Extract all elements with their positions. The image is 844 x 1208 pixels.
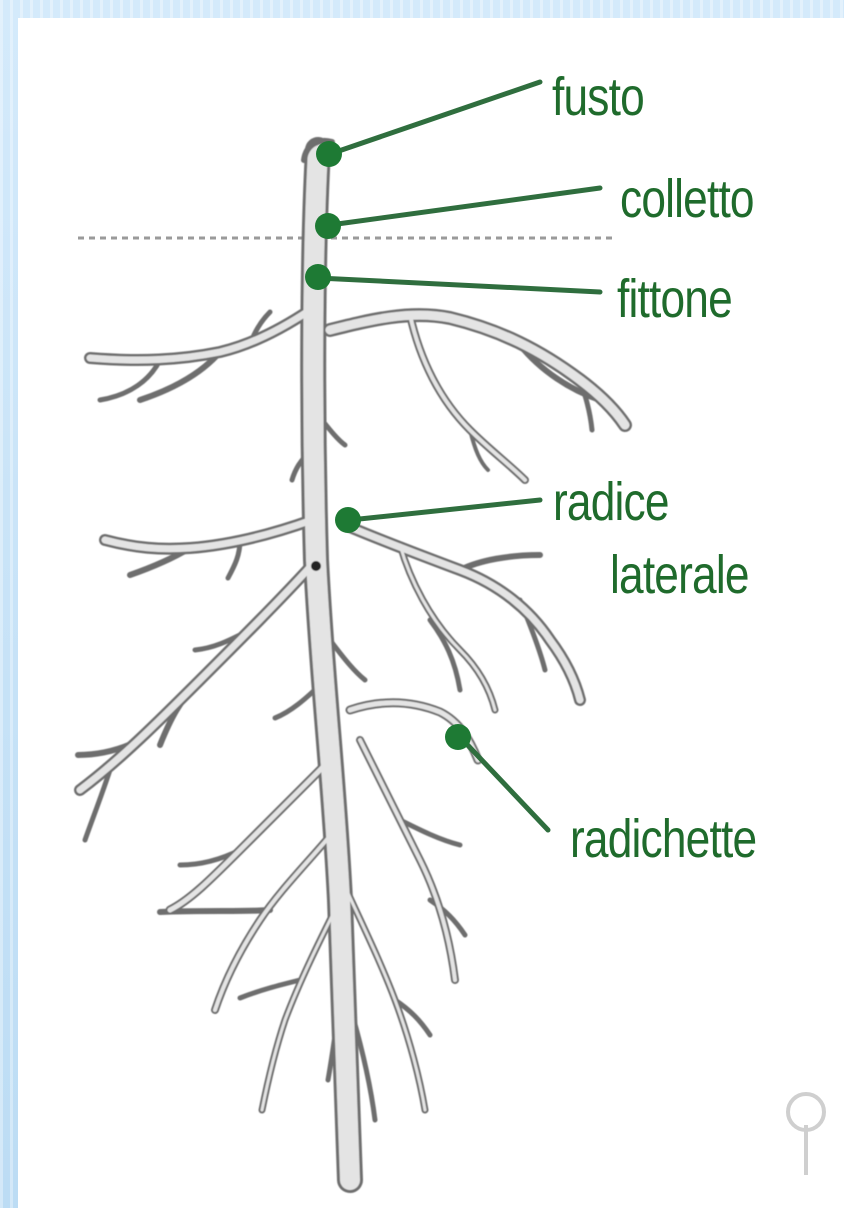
marker-radice-laterale <box>335 507 361 533</box>
marker-radichette <box>445 724 471 750</box>
marker-fusto <box>316 141 342 167</box>
root-system <box>78 141 625 1180</box>
label-radichette: radichette <box>570 812 756 866</box>
leader-colletto <box>330 188 600 225</box>
leader-fittone <box>318 278 600 292</box>
label-fusto: fusto <box>552 70 644 124</box>
label-fittone: fittone <box>617 272 732 326</box>
corner-logo <box>788 1094 824 1175</box>
label-colletto: colletto <box>620 172 754 226</box>
leader-radice-laterale <box>350 500 540 520</box>
leader-fusto <box>330 82 540 154</box>
label-laterale: laterale <box>610 548 749 602</box>
marker-fittone <box>305 264 331 290</box>
leader-lines <box>318 82 600 830</box>
leader-radichette <box>460 737 548 830</box>
label-radice: radice <box>553 475 669 529</box>
marker-colletto <box>315 213 341 239</box>
